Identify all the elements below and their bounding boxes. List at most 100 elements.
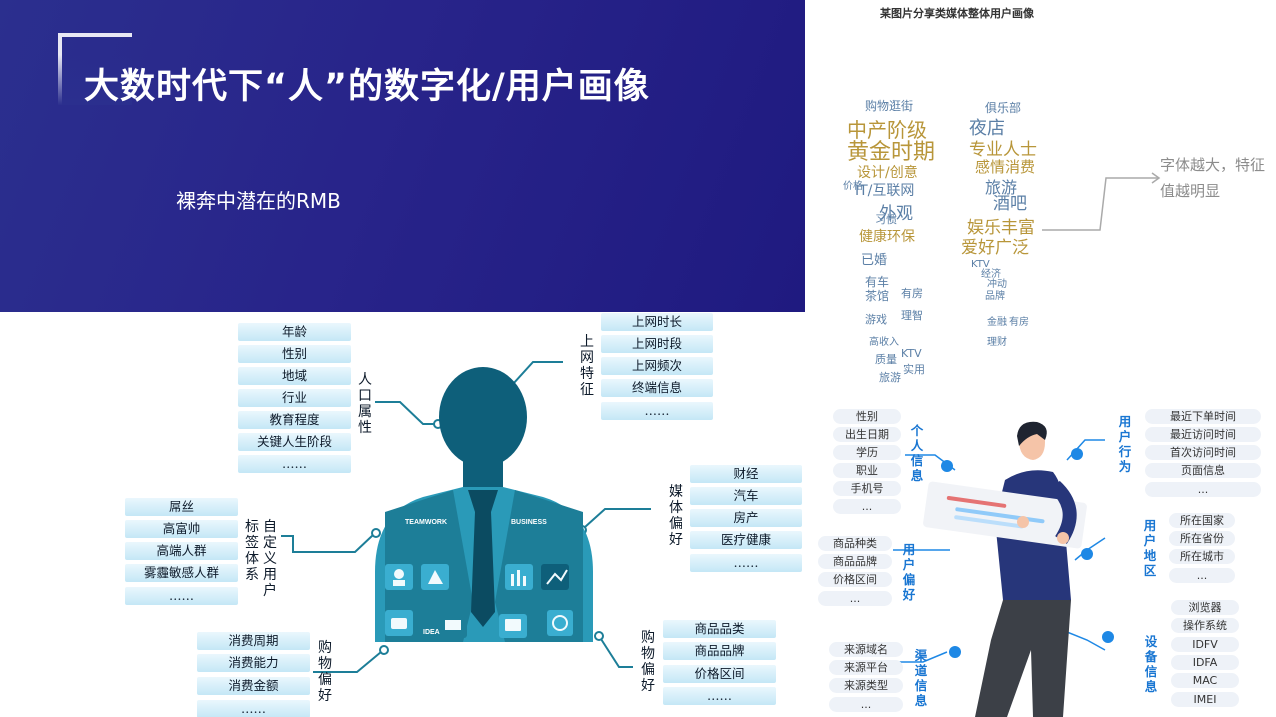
cloud-word: 设计/创意 — [857, 165, 918, 181]
title-banner — [0, 0, 805, 312]
cloud-word: 价格 — [843, 181, 863, 192]
cloud-word: 有车 — [865, 275, 890, 289]
cloud-word: 有房 — [1009, 317, 1029, 328]
media-item: 医疗健康 — [690, 531, 802, 549]
cloud-word: 高收入 — [869, 337, 899, 348]
figure-jacket-right — [495, 490, 583, 642]
cloud-word: 金融 — [987, 317, 1007, 328]
device-label: 设备信息 — [1144, 634, 1158, 694]
word-cloud-title: 某图片分享类媒体整体用户画像 — [880, 7, 1034, 20]
puzzle-icons — [385, 564, 573, 638]
cloud-word: KTV — [971, 259, 990, 270]
demographics-label: 人口属性 — [358, 372, 372, 436]
preference-label: 用户偏好 — [902, 542, 916, 602]
cloud-word: 中产阶级 — [847, 118, 927, 142]
preference-item: ... — [818, 591, 892, 606]
consume-item: 消费金额 — [197, 677, 310, 695]
personal-item: 性别 — [833, 409, 901, 424]
custom-tags-label: 自定义用户标签体系 — [245, 519, 277, 599]
preference-item: 价格区间 — [818, 572, 892, 587]
shop-item: 价格区间 — [663, 665, 776, 683]
channel-item: 来源类型 — [829, 678, 903, 693]
cloud-note: 值越明显 — [1160, 182, 1221, 200]
consume-item: 消费周期 — [197, 632, 310, 650]
region-label: 用户地区 — [1143, 518, 1157, 578]
consume-item: 消费能力 — [197, 654, 310, 672]
cloud-word: 旅游 — [985, 178, 1018, 197]
cloud-word: 经济 — [981, 269, 1001, 280]
cloud-word: 旅游 — [879, 371, 901, 384]
user-profile-illustration: 性别 出生日期 学历 职业 手机号 ... 个人信息 最近下单时间 最近访问时间… — [805, 400, 1276, 717]
cloud-word: 感情消费 — [975, 158, 1036, 176]
tag-item: …… — [125, 587, 238, 605]
online-item: 上网时段 — [601, 335, 713, 353]
preference-item: 商品品牌 — [818, 554, 892, 569]
online-item: …… — [601, 402, 713, 420]
cloud-word: 质量 — [875, 353, 897, 366]
business-label: BUSINESS — [511, 519, 547, 526]
preference-item: 商品种类 — [818, 536, 892, 551]
shop-item: 商品品牌 — [663, 642, 776, 660]
consume-item: …… — [197, 700, 310, 717]
online-item: 上网频次 — [601, 357, 713, 375]
device-item: MAC — [1171, 673, 1239, 688]
personal-item: 学历 — [833, 445, 901, 460]
figure-neck — [463, 457, 503, 492]
figure-tie — [468, 490, 498, 627]
cloud-word: 黄金时期 — [847, 140, 936, 165]
channel-label: 渠道信息 — [914, 648, 928, 708]
preference-dot — [1081, 548, 1093, 560]
cloud-word: 习惯 — [875, 213, 897, 226]
media-label: 媒体偏好 — [669, 484, 683, 548]
personal-item: 职业 — [833, 463, 901, 478]
channel-dot — [949, 646, 961, 658]
cloud-word: 专业人士 — [969, 140, 1037, 160]
shopping-left-label: 购物偏好 — [318, 640, 332, 704]
behavior-label: 用户行为 — [1118, 414, 1132, 474]
personal-dot — [941, 460, 953, 472]
shop-item: 商品品类 — [663, 620, 776, 638]
cloud-word: 有房 — [901, 287, 923, 300]
personal-item: 出生日期 — [833, 427, 901, 442]
device-item: 操作系统 — [1171, 618, 1239, 633]
person-with-chart-figure — [893, 421, 1106, 717]
region-item: 所在城市 — [1169, 549, 1235, 564]
demo-item: 性别 — [238, 345, 351, 363]
tag-item: 高富帅 — [125, 520, 238, 538]
behavior-dot — [1071, 448, 1083, 460]
personal-item: ... — [833, 499, 901, 514]
device-dot — [1102, 631, 1114, 643]
demo-item: 年龄 — [238, 323, 351, 341]
demo-item: …… — [238, 455, 351, 473]
demo-item: 教育程度 — [238, 411, 351, 429]
cloud-word: 品牌 — [985, 291, 1005, 302]
title-bracket-fade — [58, 33, 132, 105]
device-item: IDFV — [1171, 637, 1239, 652]
cloud-word: 爱好广泛 — [961, 238, 1029, 258]
tag-item: 雾霾敏感人群 — [125, 564, 238, 582]
cloud-word: IT/互联网 — [855, 183, 915, 199]
media-item: …… — [690, 554, 802, 572]
demo-item: 地域 — [238, 367, 351, 385]
user-persona-diagram: TEAMWORK BUSINESS IDEA 年龄 性别 地域 行业 教育程度 … — [123, 312, 805, 717]
page-title: 大数时代下“人”的数字化/用户画像 — [84, 67, 650, 107]
behavior-item: 页面信息 — [1145, 463, 1261, 478]
cloud-word: 娱乐丰富 — [967, 218, 1035, 238]
device-item: IMEI — [1171, 692, 1239, 707]
device-item: IDFA — [1171, 655, 1239, 670]
region-item: 所在省份 — [1169, 531, 1235, 546]
cloud-word: 购物逛街 — [865, 99, 914, 113]
cloud-word: 外观 — [879, 204, 913, 224]
device-item: 浏览器 — [1171, 600, 1239, 615]
behavior-item: ... — [1145, 482, 1261, 497]
region-item: ... — [1169, 568, 1235, 583]
cloud-word: 冲动 — [987, 279, 1007, 290]
idea-label: IDEA — [423, 629, 440, 636]
cloud-note: 字体越大，特征 — [1160, 156, 1266, 174]
cloud-word: 健康环保 — [859, 229, 915, 245]
cloud-word: KTV — [901, 347, 922, 360]
online-label: 上网特征 — [580, 334, 594, 398]
behavior-item: 最近下单时间 — [1145, 409, 1261, 424]
shop-item: …… — [663, 687, 776, 705]
